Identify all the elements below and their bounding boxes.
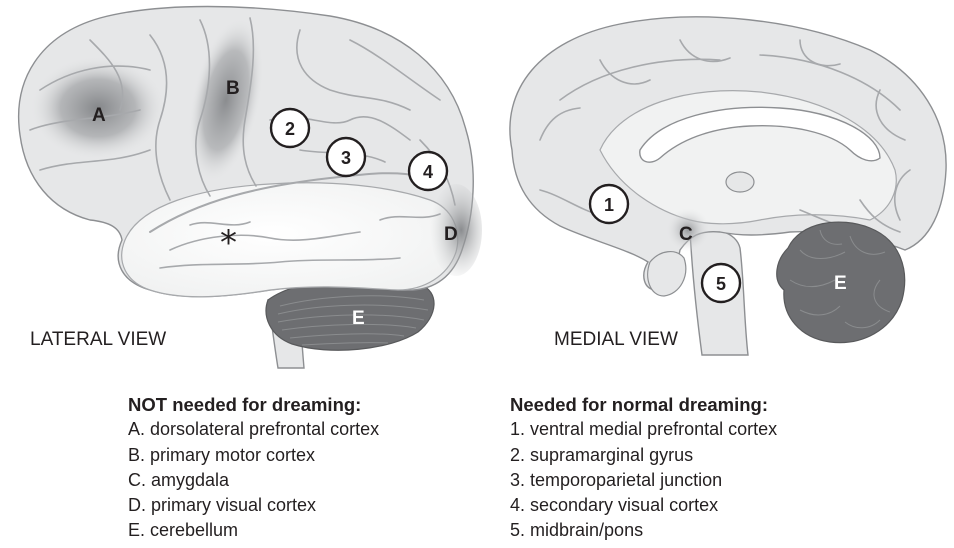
legend-item-c: C. amygdala (128, 468, 379, 493)
thalamus (726, 172, 754, 192)
region-label-a: A (92, 105, 106, 126)
number-label-5: 5 (716, 274, 726, 294)
legend-item-d: D. primary visual cortex (128, 493, 379, 518)
number-circle-5: 5 (702, 264, 740, 302)
region-label-d: D (444, 224, 458, 245)
legend-item-a: A. dorsolateral prefrontal cortex (128, 417, 379, 442)
medial-view: C E 1 5 MEDIAL VIEW (510, 17, 946, 355)
number-label-2: 2 (285, 119, 295, 139)
medial-view-title: MEDIAL VIEW (554, 329, 678, 350)
legend-item-3: 3. temporoparietal junction (510, 468, 777, 493)
legend-needed-list: 1. ventral medial prefrontal cortex 2. s… (510, 417, 777, 543)
legend-needed-heading: Needed for normal dreaming: (510, 392, 777, 417)
number-label-4: 4 (423, 162, 433, 182)
legend-item-2: 2. supramarginal gyrus (510, 443, 777, 468)
medial-temporal-pole (648, 252, 686, 296)
lateral-view: A B D E * 2 3 4 LATERAL VIEW (19, 7, 482, 369)
region-label-c: C (679, 224, 693, 245)
legend-not-needed: NOT needed for dreaming: A. dorsolateral… (128, 392, 379, 544)
number-circle-4: 4 (409, 152, 447, 190)
legend-item-4: 4. secondary visual cortex (510, 493, 777, 518)
lateral-view-title: LATERAL VIEW (30, 329, 166, 350)
legend-not-needed-heading: NOT needed for dreaming: (128, 392, 379, 417)
legend-item-1: 1. ventral medial prefrontal cortex (510, 417, 777, 442)
brain-diagram: A B D E * 2 3 4 LATERAL VIEW (0, 0, 954, 380)
number-circle-2: 2 (271, 109, 309, 147)
region-label-e-lateral: E (352, 308, 365, 329)
temporal-star-marker: * (220, 223, 237, 263)
legend-not-needed-list: A. dorsolateral prefrontal cortex B. pri… (128, 417, 379, 543)
number-circle-3: 3 (327, 138, 365, 176)
legend-item-b: B. primary motor cortex (128, 443, 379, 468)
number-label-3: 3 (341, 148, 351, 168)
legend-needed: Needed for normal dreaming: 1. ventral m… (510, 392, 777, 544)
legend-item-e: E. cerebellum (128, 518, 379, 543)
number-circle-1: 1 (590, 185, 628, 223)
region-label-b: B (226, 78, 240, 99)
legend-item-5: 5. midbrain/pons (510, 518, 777, 543)
number-label-1: 1 (604, 195, 614, 215)
region-label-e-medial: E (834, 273, 847, 294)
